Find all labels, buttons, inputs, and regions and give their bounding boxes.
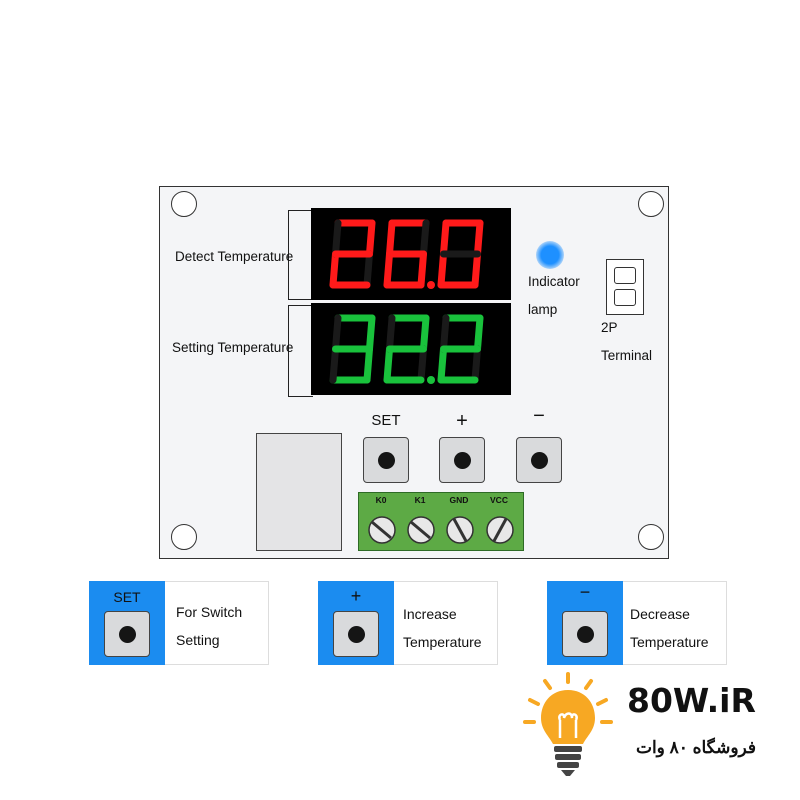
- segment-f: [440, 314, 450, 353]
- segment-e: [437, 250, 447, 289]
- legend-minus: − Decrease Temperature: [547, 581, 727, 665]
- segment-e: [329, 345, 339, 384]
- button-cap: [377, 451, 395, 469]
- pin-label-k0: K0: [375, 495, 387, 505]
- segment-e: [329, 250, 339, 289]
- segment-e: [383, 345, 393, 384]
- minus-button[interactable]: [516, 437, 562, 483]
- legend-plus: + Increase Temperature: [318, 581, 498, 665]
- segment-f: [440, 219, 450, 258]
- segment-c: [363, 345, 373, 384]
- indicator-label-line1: Indicator: [528, 274, 580, 289]
- segment-e: [437, 345, 447, 384]
- screw-gnd: [446, 516, 474, 544]
- setting-seven-segment: [329, 314, 484, 384]
- segment-b: [474, 219, 484, 258]
- segment-b: [474, 314, 484, 353]
- pin-label-vcc: VCC: [490, 495, 508, 505]
- set-button[interactable]: [363, 437, 409, 483]
- terminal-2p-label-line1: 2P: [601, 320, 618, 335]
- pin-label-gnd: GND: [449, 495, 469, 505]
- segment-b: [420, 219, 430, 258]
- screw-k0: [368, 516, 396, 544]
- screw-vcc: [486, 516, 514, 544]
- screw-k1: [407, 516, 435, 544]
- mounting-hole-bottom-left: [171, 524, 197, 550]
- legend-plus-text-panel: [394, 581, 498, 665]
- segment-c: [417, 345, 427, 384]
- detect-temperature-label: Detect Temperature: [175, 249, 294, 264]
- segment-f: [386, 314, 396, 353]
- segment-f: [332, 219, 342, 258]
- segment-c: [471, 250, 481, 289]
- legend-minus-line1: Decrease: [630, 606, 690, 622]
- legend-set-symbol: SET: [113, 589, 141, 605]
- mounting-hole-top-left: [171, 191, 197, 217]
- legend-set-line2: Setting: [176, 632, 220, 648]
- legend-minus-symbol: −: [579, 582, 591, 602]
- set-button-label: SET: [371, 412, 401, 429]
- legend-minus-text-panel: [623, 581, 727, 665]
- decimal-point: [427, 281, 435, 289]
- detect-seven-segment: [329, 219, 484, 289]
- lightbulb-logo-icon: [523, 672, 613, 776]
- mounting-hole-top-right: [638, 191, 664, 217]
- legend-minus-button: [562, 611, 608, 657]
- segment-b: [366, 314, 376, 353]
- setting-temperature-display: [311, 303, 511, 395]
- segment-c: [363, 250, 373, 289]
- legend-plus-line2: Temperature: [403, 634, 482, 650]
- button-cap: [530, 451, 548, 469]
- segment-b: [366, 219, 376, 258]
- legend-plus-symbol: +: [350, 586, 362, 606]
- segment-e: [383, 250, 393, 289]
- logo-text: 80W.iR: [627, 681, 756, 720]
- setting-bracket: [288, 305, 313, 397]
- terminal-2p-label-line2: Terminal: [601, 348, 653, 363]
- segment-c: [471, 345, 481, 384]
- legend-set: SET For Switch Setting: [89, 581, 269, 665]
- segment-f: [332, 314, 342, 353]
- setting-temperature-label: Setting Temperature: [172, 340, 294, 355]
- legend-set-line1: For Switch: [176, 604, 243, 620]
- legend-minus-line2: Temperature: [630, 634, 709, 650]
- detect-bracket: [288, 210, 313, 300]
- legend-set-text-panel: [165, 581, 269, 665]
- detect-temperature-display: [311, 208, 511, 300]
- plus-button[interactable]: [439, 437, 485, 483]
- relay: [256, 433, 342, 551]
- minus-button-label: −: [533, 405, 545, 427]
- button-cap: [453, 451, 471, 469]
- segment-f: [386, 219, 396, 258]
- segment-b: [420, 314, 430, 353]
- logo-subtitle: فروشگاه ۸۰ وات: [635, 738, 757, 757]
- mounting-hole-bottom-right: [638, 524, 664, 550]
- legend-set-button: [104, 611, 150, 657]
- 2p-terminal-connector: [606, 259, 644, 315]
- pin-label-k1: K1: [414, 495, 426, 505]
- terminal-screws: [368, 516, 514, 544]
- legend-plus-line1: Increase: [403, 606, 457, 622]
- indicator-lamp: [536, 241, 564, 269]
- segment-c: [417, 250, 427, 289]
- legend-plus-button: [333, 611, 379, 657]
- indicator-label-line2: lamp: [528, 302, 558, 317]
- plus-button-label: +: [456, 410, 468, 432]
- decimal-point: [427, 376, 435, 384]
